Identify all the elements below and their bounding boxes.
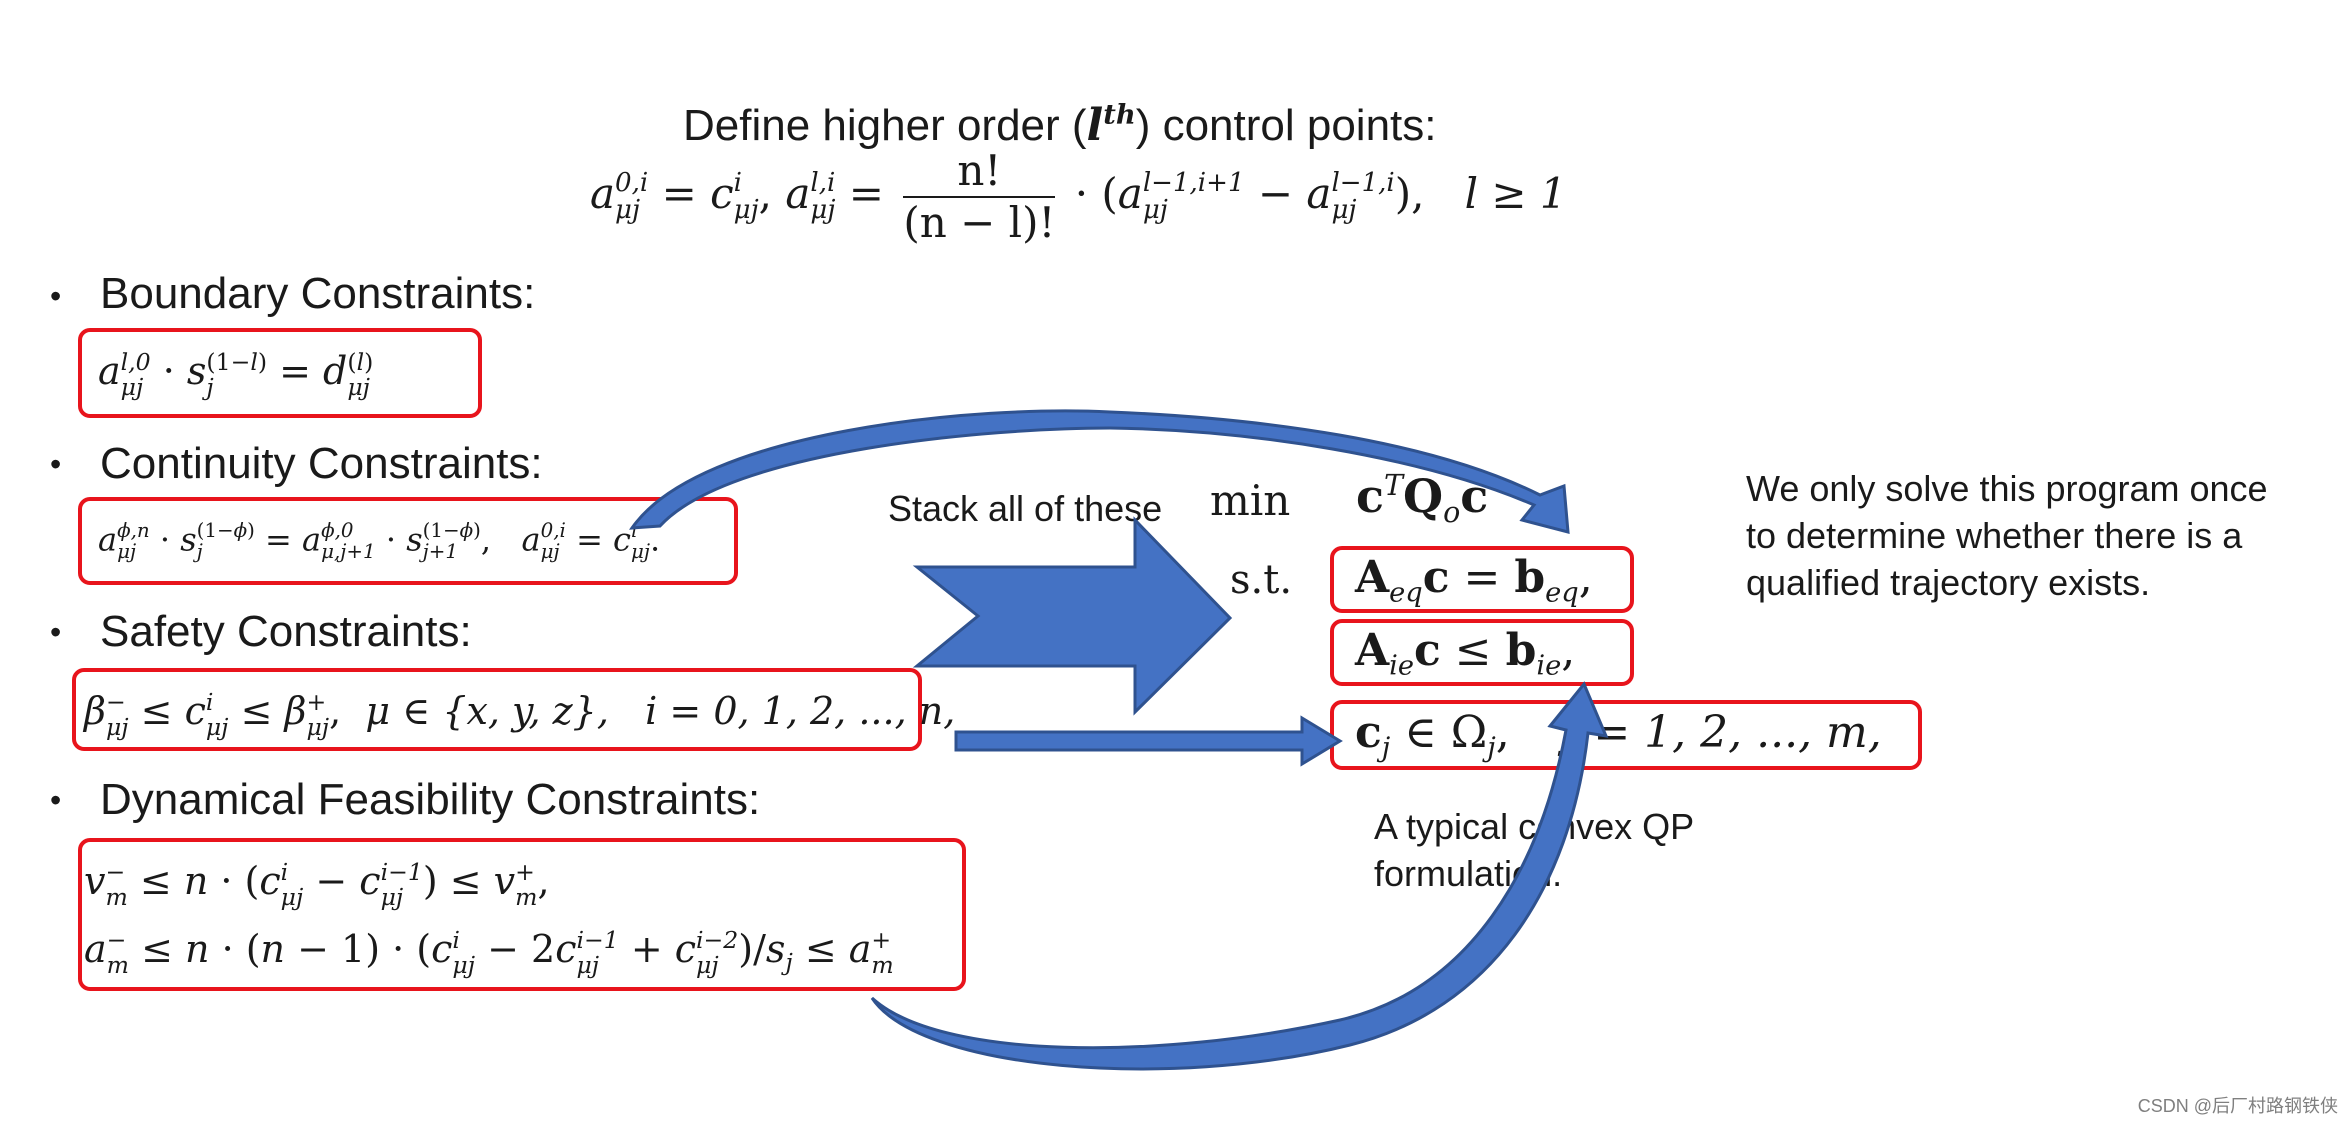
qp-st-label: s.t. xyxy=(1230,557,1293,603)
header-title-end: ) control points: xyxy=(1135,101,1437,150)
eq-constraint-box xyxy=(1330,546,1634,613)
qp-min-label: min xyxy=(1210,476,1291,525)
qp-objective: cTQoc xyxy=(1356,469,1489,530)
safety-heading: Safety Constraints: xyxy=(100,607,472,656)
ineq-constraint: Aiec ≤ bie, xyxy=(1355,625,1576,682)
stack-chevron-arrow-icon xyxy=(912,516,1233,716)
formula-condition: l ≥ 1 xyxy=(1464,169,1567,218)
solve-note-line-2: to determine whether there is a xyxy=(1746,514,2243,556)
eq-constraint: Aeqc = beq, xyxy=(1355,552,1593,609)
solve-note-line-3: qualified trajectory exists. xyxy=(1746,561,2151,603)
frac-den: (n − l)! xyxy=(903,198,1056,247)
header-title-l: l xyxy=(1086,100,1104,151)
formula-fraction: n!(n − l)! xyxy=(903,150,1056,247)
qp-note-line-1: A typical convex QP xyxy=(1374,806,1695,847)
continuity-box xyxy=(78,497,738,585)
safety-to-corridor-arrow-icon xyxy=(954,715,1343,767)
corridor-constraint: cj ∈ Ωj, j = 1, 2, ..., m, xyxy=(1355,707,1882,764)
header-title-text: Define higher order ( xyxy=(683,101,1087,150)
formula-a: a xyxy=(590,169,616,218)
qp-note: A typical convex QP formulation. xyxy=(1374,804,1694,898)
header-title-th: th xyxy=(1103,98,1136,131)
bullet-dot-icon: • xyxy=(50,782,62,818)
solve-note: We only solve this program once to deter… xyxy=(1746,466,2268,606)
stack-label: Stack all of these xyxy=(888,488,1163,529)
header-title: Define higher order (lth) control points… xyxy=(683,98,1437,153)
solve-note-line-1: We only solve this program once xyxy=(1746,468,2268,509)
safety-set: μ ∈ {x, y, z}, xyxy=(365,689,609,734)
boundary-heading: Boundary Constraints: xyxy=(100,269,536,318)
qp-index-range: j = 1, 2, ..., m, xyxy=(1565,707,1882,758)
dynamical-heading: Dynamical Feasibility Constraints: xyxy=(100,775,761,824)
qp-note-line-2: formulation. xyxy=(1374,852,1563,894)
watermark: CSDN @后厂村路钢铁侠 xyxy=(2137,1095,2338,1116)
boundary-box xyxy=(78,328,482,418)
continuity-heading: Continuity Constraints: xyxy=(100,439,543,488)
safety-index: i = 0, 1, 2, ..., n, xyxy=(645,689,956,734)
frac-num: n! xyxy=(903,150,1056,198)
bullet-dot-icon: • xyxy=(50,446,62,482)
bullet-dot-icon: • xyxy=(50,614,62,650)
bullet-dot-icon: • xyxy=(50,278,62,314)
